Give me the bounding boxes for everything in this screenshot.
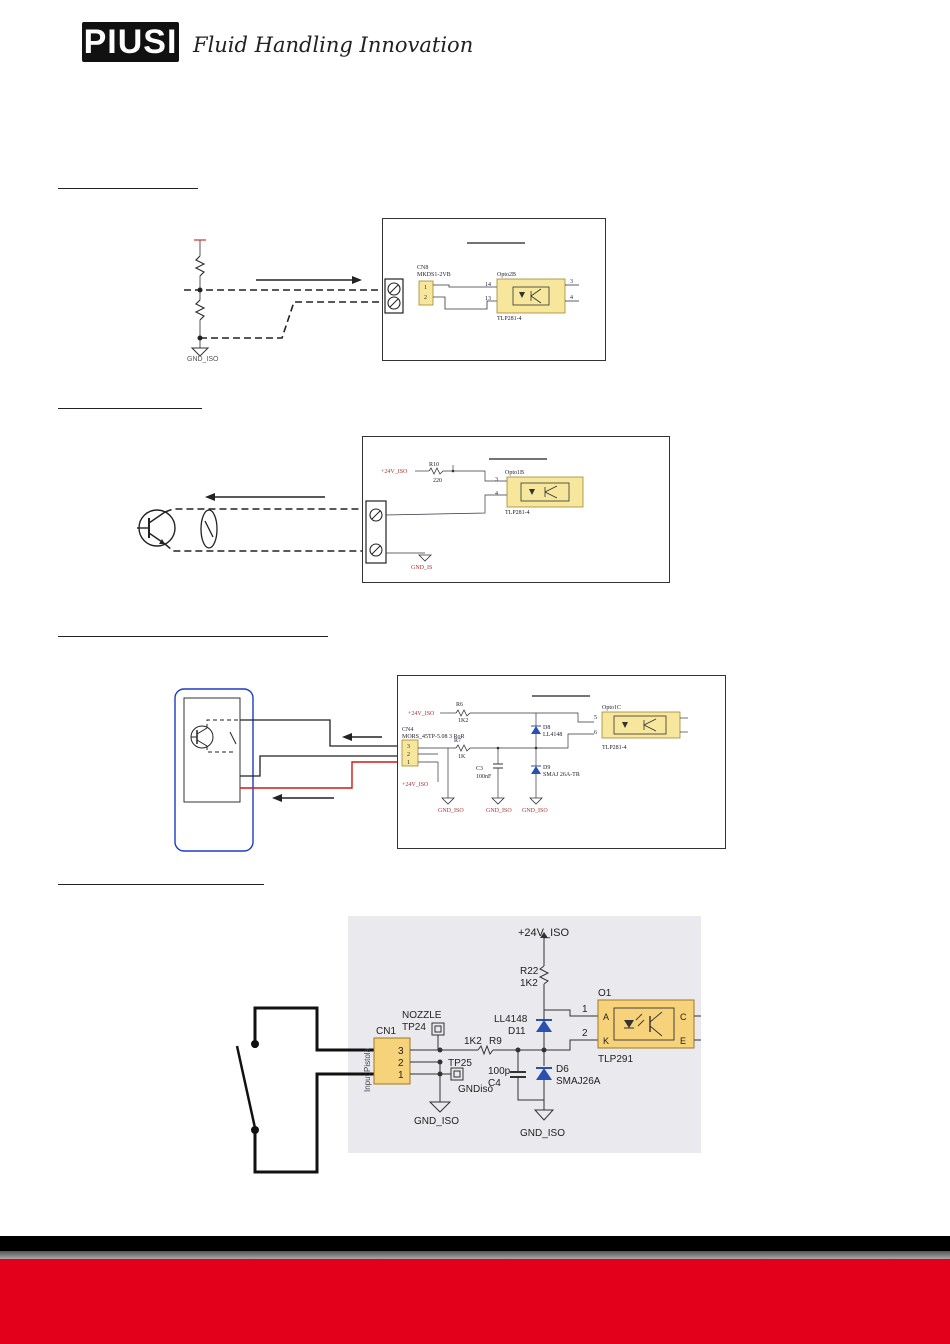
d1-opto-pin-4: 4 <box>570 295 573 301</box>
d2-opto-pin-3: 3 <box>495 477 498 483</box>
diagram-4-panel: +24V_ISO R22 1K2 LL4148 D11 NOZZLE TP24 … <box>348 916 701 1153</box>
section-heading-line-1 <box>58 188 198 189</box>
d2-opto-ref: Opto1B <box>505 470 524 476</box>
diagram-3-panel: +24V_ISO R6 1K2 R7 1K CN4 MORS_45TP-5.08… <box>397 675 726 849</box>
d4-gnd-1: GND_ISO <box>414 1116 459 1127</box>
d3-pin-3: 3 <box>407 744 410 750</box>
d1-opto-pin-14: 14 <box>485 282 491 288</box>
diagram-1-external <box>184 239 386 357</box>
footer-red-band <box>0 1259 950 1344</box>
d4-cn1-ref: CN1 <box>376 1026 396 1037</box>
d1-pin-1: 1 <box>424 285 427 291</box>
d4-c4-ref: C4 <box>488 1078 501 1089</box>
d3-c3-ref: C3 <box>476 766 483 772</box>
d4-opto-pin-k: K <box>603 1036 609 1046</box>
d3-conn-ref: CN4 <box>402 727 413 733</box>
d4-gndiso: GNDiso <box>458 1084 493 1095</box>
d2-opto-part: TLP281-4 <box>505 510 530 516</box>
d2-r10-ref: R10 <box>429 462 439 468</box>
d1-conn-ref: CN8 <box>417 265 428 271</box>
d4-tp24: TP24 <box>402 1022 426 1033</box>
d3-d8-part: LL4148 <box>543 732 562 738</box>
d4-cn1-pin-3: 3 <box>398 1046 404 1057</box>
d4-opto-ref: O1 <box>598 988 612 999</box>
d4-nozzle: NOZZLE <box>402 1010 442 1021</box>
d4-opto-pin-e: E <box>680 1036 686 1046</box>
d4-diode-ref: D11 <box>508 1026 526 1037</box>
d2-opto-pin-4: 4 <box>495 491 498 497</box>
d3-r6-val: 1K2 <box>458 718 468 724</box>
d4-d6-ref: D6 <box>556 1064 569 1075</box>
d4-gnd-2: GND_ISO <box>520 1128 565 1139</box>
d3-opto-ref: Opto1C <box>602 705 621 711</box>
d3-d8-ref: D8 <box>543 725 550 731</box>
d4-cn1-side: Input Pistola <box>363 1047 372 1092</box>
d4-r22-ref: R22 <box>520 966 539 977</box>
d4-supply: +24V_ISO <box>518 927 570 939</box>
d2-gnd: GND_IS <box>411 565 432 571</box>
diagram-2-panel: +24V_ISO R10 220 Opto1B 3 4 TLP281-4 GND… <box>362 436 670 583</box>
d4-opto-pin-c: C <box>680 1012 687 1022</box>
d4-d6-part: SMAJ26A <box>556 1076 601 1087</box>
d4-c4-val: 100p <box>488 1066 511 1077</box>
d3-gnd-3: GND_ISO <box>522 808 548 814</box>
section-heading-line-3 <box>58 636 328 637</box>
d3-gnd-2: GND_ISO <box>486 808 512 814</box>
diagram-3-external <box>174 688 404 852</box>
d4-opto-part: TLP291 <box>598 1054 633 1065</box>
d1-opto-pin-3: 3 <box>570 279 573 285</box>
d3-c3-val: 100nF <box>476 774 492 780</box>
d4-r22-val: 1K2 <box>520 978 538 989</box>
d4-r9-val: 1K2 <box>464 1036 482 1047</box>
d4-diode-part: LL4148 <box>494 1014 528 1025</box>
d4-opto-pin-1: 1 <box>582 1004 588 1015</box>
d3-r7-ref: R7 <box>454 738 461 744</box>
d4-cn1-pin-1: 1 <box>398 1070 404 1081</box>
d3-opto-part: TLP281-4 <box>602 745 627 751</box>
d3-pin-2: 2 <box>407 752 410 758</box>
d3-opto-pin-5: 5 <box>594 715 597 721</box>
d3-opto-pin-6: 6 <box>594 730 597 736</box>
section-heading-line-4 <box>58 884 264 885</box>
diagram-1-gnd-label: GND_ISO <box>187 356 219 363</box>
d4-r9-ref: R9 <box>489 1036 502 1047</box>
d1-conn-part: MKDS1-2VB <box>417 272 451 278</box>
d4-opto-pin-2: 2 <box>582 1028 588 1039</box>
d3-r7-val: 1K <box>458 754 466 760</box>
diagram-1-panel: CN8 MKDS1-2VB 1 2 Opto2B TLP281-4 14 13 … <box>382 218 606 361</box>
d4-tp25: TP25 <box>448 1058 472 1069</box>
section-heading-line-2 <box>58 408 202 409</box>
d1-opto-pin-13: 13 <box>485 296 491 302</box>
brand-logo: PIUSI <box>82 22 179 62</box>
diagram-2-external <box>137 493 367 552</box>
d3-d9-ref: D9 <box>543 765 550 771</box>
brand-logo-text: PIUSI <box>83 23 178 61</box>
d3-d9-part: SMAJ 26A-TR <box>543 772 580 778</box>
d2-r10-val: 220 <box>433 478 442 484</box>
d3-conn-part: MORS_45TP-5.08 3 RoR <box>402 734 465 740</box>
d4-cn1-pin-2: 2 <box>398 1058 404 1069</box>
footer-grey-band <box>0 1251 950 1259</box>
d1-pin-2: 2 <box>424 295 427 301</box>
d4-opto-pin-a: A <box>603 1012 609 1022</box>
d3-r6-ref: R6 <box>456 702 463 708</box>
d3-supply: +24V_ISO <box>408 711 435 717</box>
brand-tagline: Fluid Handling Innovation <box>193 33 474 57</box>
d3-gnd-1: GND_ISO <box>438 808 464 814</box>
d1-opto-ref: Opto2B <box>497 272 516 278</box>
diagram-4-external <box>235 1006 365 1174</box>
d2-supply: +24V_ISO <box>381 469 408 475</box>
d1-opto-part: TLP281-4 <box>497 316 522 322</box>
d3-pin-1: 1 <box>407 760 410 766</box>
d3-supply-low: +24V_ISO <box>402 782 429 788</box>
footer-black-band <box>0 1236 950 1251</box>
